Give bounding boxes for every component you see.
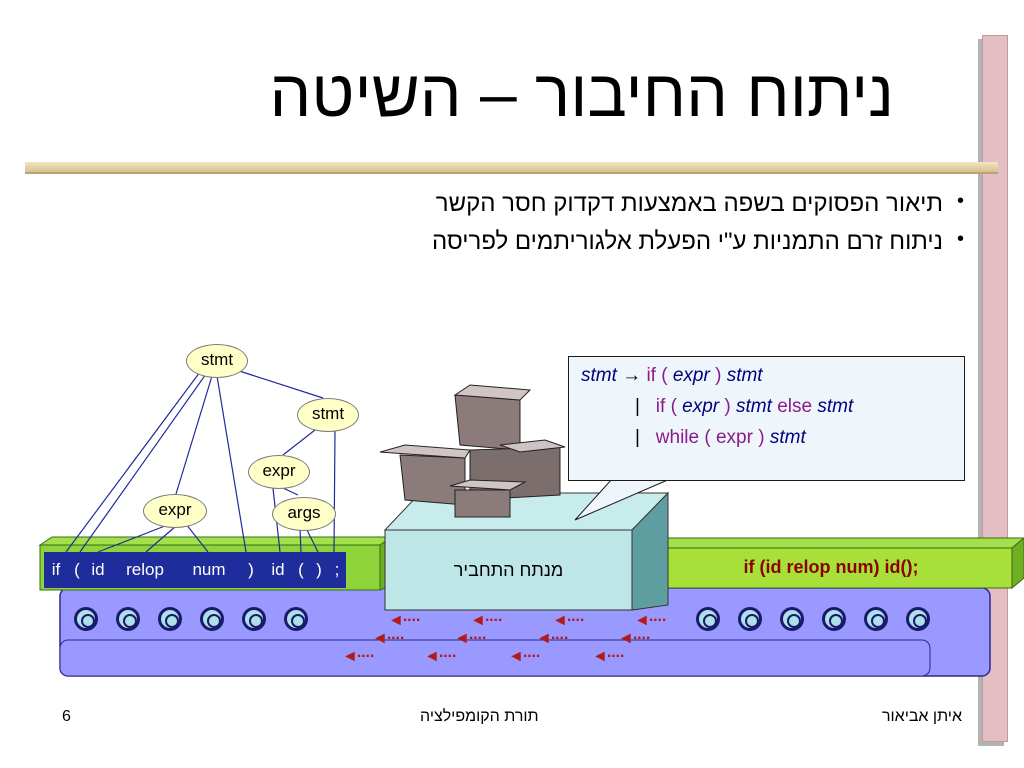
symbol: ) xyxy=(758,427,765,448)
left-arrow-icon: ◄···· xyxy=(372,630,405,647)
nonterminal: expr xyxy=(682,396,720,417)
alternative-bar: | xyxy=(635,427,640,448)
grammar-rule-2: | if ( expr ) stmt else stmt xyxy=(635,396,853,418)
grammar-rule-3: | while ( expr ) stmt xyxy=(635,427,806,449)
nonterminal: expr xyxy=(715,427,753,448)
production-arrow: → xyxy=(622,365,642,386)
roller-icon xyxy=(242,607,266,631)
source-text: if (id relop num) id(); xyxy=(743,557,919,577)
tree-node-expr-inner: expr xyxy=(248,455,310,489)
conveyor-belt-lower xyxy=(59,639,931,677)
nonterminal: expr xyxy=(672,365,710,386)
left-arrow-icon: ◄···· xyxy=(470,612,503,629)
token: ( xyxy=(68,552,87,588)
tree-edges xyxy=(65,367,336,553)
roller-icon xyxy=(116,607,140,631)
source-strip xyxy=(649,547,1013,589)
token-strip-top xyxy=(38,536,394,546)
source-strip-top xyxy=(648,537,1024,549)
symbol: ( xyxy=(661,365,668,386)
token: ( xyxy=(292,552,311,588)
grammar-rule-1: stmt → if ( expr ) stmt xyxy=(581,365,763,387)
symbol: ( xyxy=(704,427,711,448)
bullet-item: • תיאור הפסוקים בשפה באמצעות דקדוק חסר הק… xyxy=(432,190,964,218)
token: id xyxy=(264,552,293,588)
roller-icon xyxy=(822,607,846,631)
footer-course: תורת הקומפילציה xyxy=(420,708,539,725)
nonterminal: stmt xyxy=(769,427,806,448)
bullet-item: • ניתוח זרם התמניות ע"י הפעלת אלגוריתמים … xyxy=(432,228,964,256)
roller-icon xyxy=(696,607,720,631)
boxes-pile-icon xyxy=(379,384,566,518)
left-arrow-icon: ◄···· xyxy=(508,648,541,665)
roller-icon xyxy=(284,607,308,631)
left-arrow-icon: ◄···· xyxy=(454,630,487,647)
page-number: 6 xyxy=(62,708,71,725)
roller-icon xyxy=(158,607,182,631)
footer-author: איתן אביאור xyxy=(881,708,962,725)
keyword: if xyxy=(655,396,666,417)
roller-icon xyxy=(864,607,888,631)
symbol: ) xyxy=(724,396,731,417)
roller-icon xyxy=(780,607,804,631)
roller-icon xyxy=(74,607,98,631)
left-arrow-icon: ◄···· xyxy=(342,648,375,665)
left-arrow-icon: ◄···· xyxy=(552,612,585,629)
left-arrow-icon: ◄···· xyxy=(592,648,625,665)
slide-title: ניתוח החיבור – השיטה xyxy=(269,56,894,130)
bullet-text: תיאור הפסוקים בשפה באמצעות דקדוק חסר הקש… xyxy=(435,190,943,217)
symbol: ) xyxy=(715,365,722,386)
roller-icon xyxy=(906,607,930,631)
left-arrow-icon: ◄···· xyxy=(618,630,651,647)
alternative-bar: | xyxy=(635,396,640,417)
bullet-dot-icon: • xyxy=(956,190,964,212)
grammar-box: stmt → if ( expr ) stmt | if ( expr ) st… xyxy=(568,356,965,481)
nonterminal: stmt xyxy=(736,396,772,417)
tree-node-args: args xyxy=(272,497,336,531)
nonterminal: stmt xyxy=(726,365,763,386)
symbol: ( xyxy=(670,396,677,417)
token: ) xyxy=(310,552,329,588)
token: ) xyxy=(238,552,265,588)
title-underline xyxy=(25,162,998,174)
token: ; xyxy=(328,552,346,588)
left-arrow-icon: ◄···· xyxy=(536,630,569,647)
nonterminal: stmt xyxy=(817,396,854,417)
tree-node-stmt-inner: stmt xyxy=(297,398,359,432)
tree-node-expr: expr xyxy=(143,494,207,528)
bullet-text: ניתוח זרם התמניות ע"י הפעלת אלגוריתמים ל… xyxy=(432,228,943,255)
roller-icon xyxy=(738,607,762,631)
tree-node-stmt-root: stmt xyxy=(186,344,248,378)
parser-box xyxy=(384,529,633,611)
left-arrow-icon: ◄···· xyxy=(388,612,421,629)
parser-label: מנתח התחביר xyxy=(453,560,564,580)
token: relop xyxy=(110,552,181,588)
bullet-dot-icon: • xyxy=(956,228,964,250)
left-arrow-icon: ◄···· xyxy=(424,648,457,665)
token: id xyxy=(86,552,111,588)
keyword: while xyxy=(655,427,700,448)
token: if xyxy=(44,552,69,588)
token: num xyxy=(180,552,239,588)
left-arrow-icon: ◄···· xyxy=(634,612,667,629)
keyword: else xyxy=(777,396,813,417)
roller-icon xyxy=(200,607,224,631)
bullet-list: • תיאור הפסוקים בשפה באמצעות דקדוק חסר הק… xyxy=(432,190,964,266)
nonterminal: stmt xyxy=(581,365,617,386)
keyword: if xyxy=(646,365,656,386)
